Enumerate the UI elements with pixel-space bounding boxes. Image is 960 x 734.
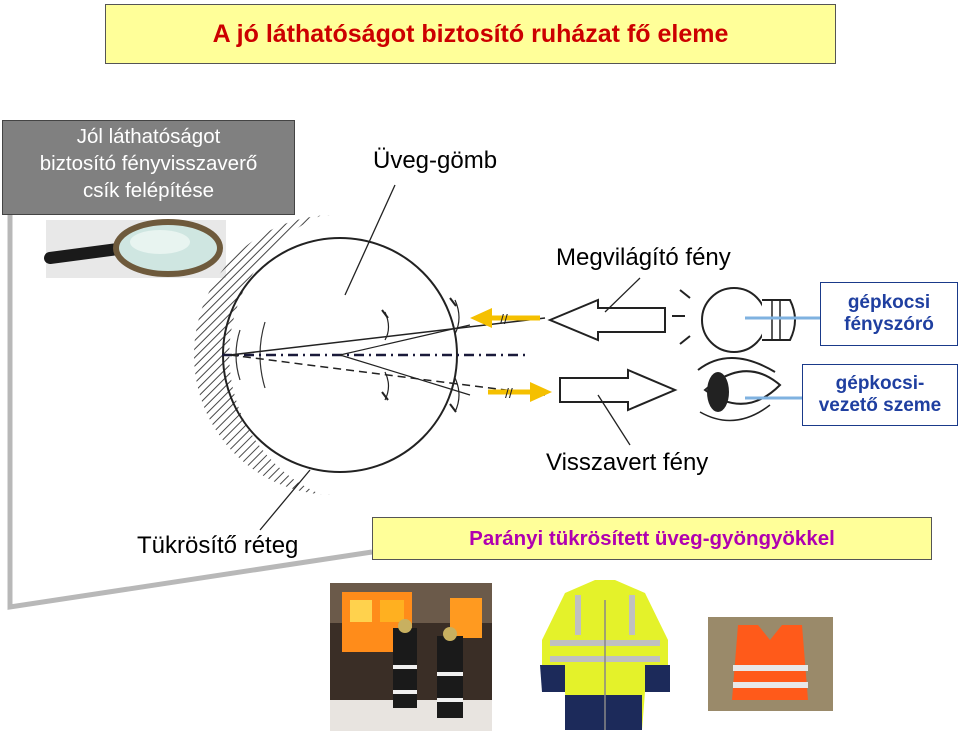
illuminating-light-arrow	[547, 298, 666, 342]
glass-bead-label: Üveg-gömb	[373, 147, 498, 174]
magnifying-glass-icon	[44, 219, 226, 278]
headlight-box: gépkocsi fényszóró	[820, 282, 958, 346]
driver-eye-box: gépkocsi- vezető szeme	[802, 364, 958, 426]
hi-vis-jacket-photo	[540, 580, 670, 730]
driver-eye-line-2: vezető szeme	[818, 395, 942, 416]
driver-eye-line-1: gépkocsi-	[835, 373, 925, 394]
mirror-layer-hatch	[194, 215, 334, 495]
page-title: A jó láthatóságot biztosító ruházat fő e…	[105, 4, 836, 64]
svg-text://: //	[500, 311, 508, 327]
caption-line-1: Jól láthatóságot	[76, 125, 221, 148]
outgoing-yellow-arrow: //	[488, 382, 552, 402]
reflected-light-arrow	[559, 368, 678, 412]
illuminating-light-label: Megvilágító fény	[556, 244, 731, 271]
reflected-light-label: Visszavert fény	[546, 449, 709, 476]
headlight-line-1: gépkocsi	[847, 292, 931, 313]
mirror-layer-label: Tükrösítő réteg	[137, 532, 299, 559]
caption-line-3: csík felépítése	[82, 179, 215, 202]
svg-text://: //	[505, 385, 513, 401]
callout-line	[7, 215, 373, 610]
caption-line-2: biztosító fényvisszaverő	[39, 152, 258, 175]
light-bulb-icon	[672, 287, 820, 353]
caption-box: Jól láthatóságot biztosító fényvisszaver…	[2, 120, 295, 215]
hi-vis-vest-photo	[708, 617, 833, 711]
headlight-line-2: fényszóró	[844, 314, 934, 335]
firefighters-photo	[330, 583, 492, 731]
glass-beads-note: Parányi tükrösített üveg-gyöngyökkel	[372, 517, 932, 560]
incoming-yellow-arrow: //	[470, 308, 540, 328]
eye-icon	[697, 357, 802, 422]
